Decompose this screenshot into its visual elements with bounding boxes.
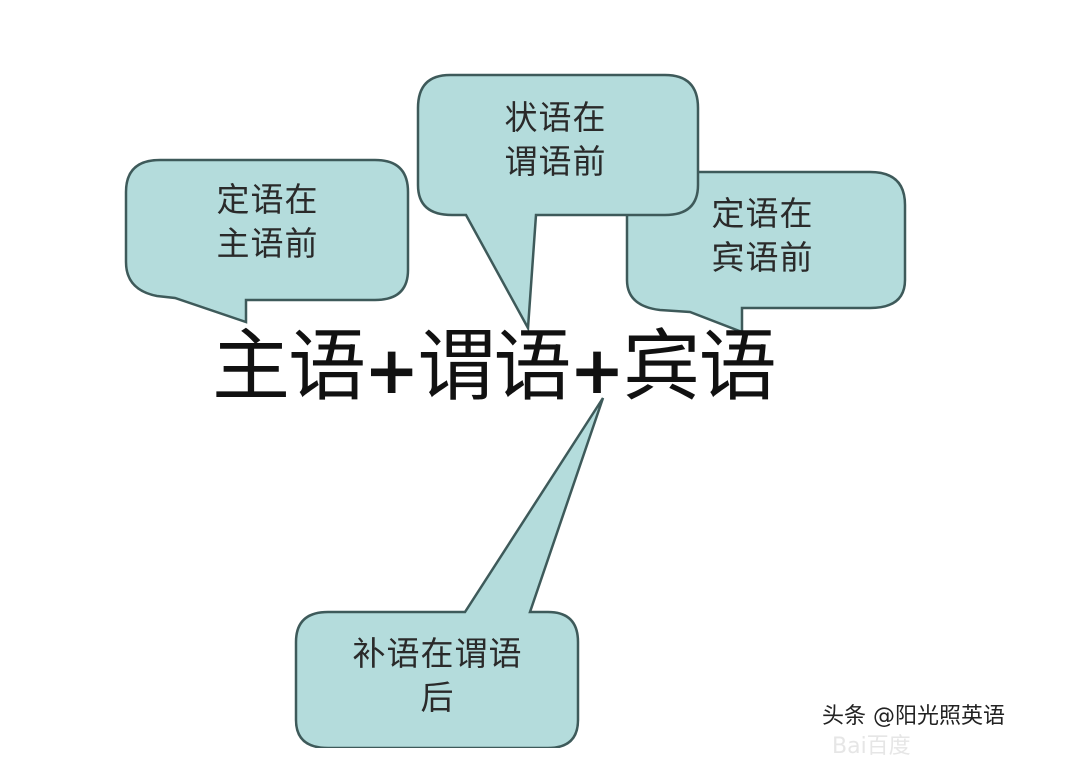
sentence-structure-formula: 主语+谓语+宾语 [212, 322, 842, 412]
callout-attributive-subject: 定语在 主语前 [160, 178, 375, 266]
callout-line: 宾语前 [711, 238, 814, 277]
callout-line: 主语前 [216, 224, 319, 263]
formula-object: 宾语 [622, 322, 777, 412]
callout-line: 定语在 [216, 180, 319, 219]
callout-attributive-subject-shape [124, 158, 410, 324]
callout-attributive-object: 定语在 宾语前 [655, 192, 870, 280]
callout-line: 补语在谓语 [352, 634, 523, 673]
callout-line: 状语在 [504, 98, 607, 137]
callout-adverbial-shape [416, 73, 700, 333]
plus-icon: + [364, 332, 419, 409]
callout-complement-predicate: 补语在谓语 后 [310, 632, 565, 720]
formula-predicate: 谓语 [417, 322, 571, 412]
callout-line: 谓语前 [504, 142, 607, 181]
callout-line: 后 [420, 678, 455, 717]
callout-adverbial-predicate: 状语在 谓语前 [448, 96, 663, 184]
ghost-watermark-logo: Bai百度 [832, 734, 911, 759]
author-watermark: 头条 @阳光照英语 [822, 704, 1005, 729]
plus-icon: + [569, 332, 624, 409]
callout-line: 定语在 [711, 194, 814, 233]
formula-subject: 主语 [212, 322, 366, 412]
